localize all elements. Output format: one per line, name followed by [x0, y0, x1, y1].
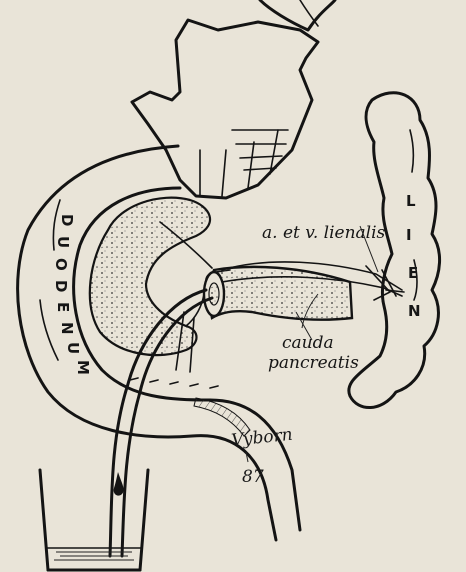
label-vessels: a. et v. lienalis — [262, 223, 386, 243]
spleen — [349, 93, 440, 408]
lien-letter: E — [408, 264, 418, 282]
pancreas — [90, 198, 352, 355]
duodenum-letters: D U O D E N U M — [52, 214, 92, 375]
duodenum-letter: O — [52, 258, 70, 271]
duodenum-letter: D — [58, 214, 76, 226]
label-cauda-line2: pancreatis — [268, 353, 359, 373]
stomach — [132, 0, 335, 198]
artist-signature: Vyborn 87 — [230, 425, 293, 487]
label-cauda-line1: cauda — [282, 333, 334, 353]
lien-letter: I — [406, 226, 412, 244]
duodenum-letter: U — [64, 342, 82, 354]
collection-beaker — [40, 470, 148, 570]
duodenum-letter: N — [58, 322, 76, 335]
lien-letter: N — [408, 302, 421, 320]
duodenum-letter: M — [74, 360, 92, 375]
duodenum-letter: E — [54, 302, 72, 312]
duodenum-letter: D — [52, 280, 70, 292]
duodenum-letter: U — [54, 236, 72, 248]
lien-letter: L — [406, 192, 416, 210]
lien-letters: L I E N — [406, 192, 421, 320]
signature-year: 87 — [242, 467, 264, 487]
